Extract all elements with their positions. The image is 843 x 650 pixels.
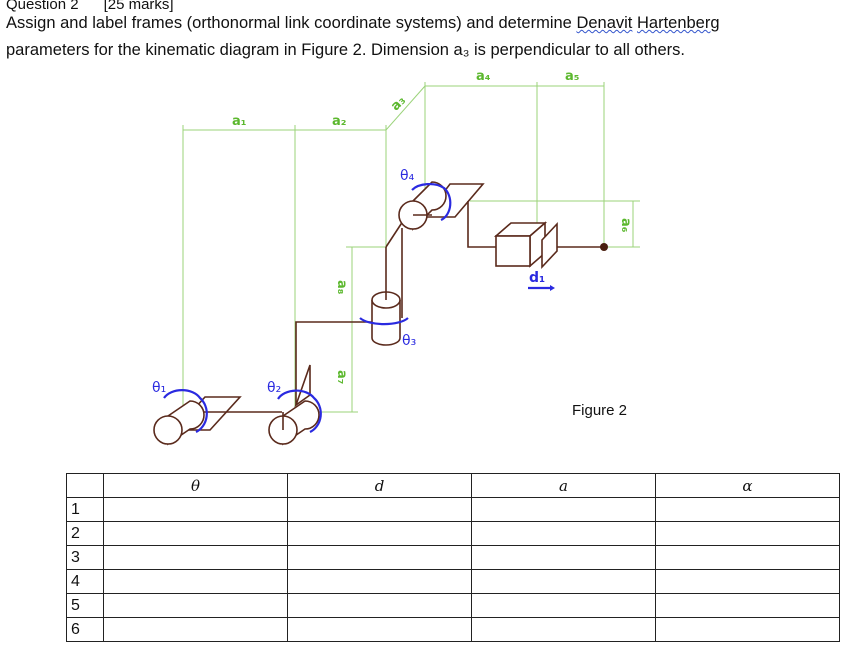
dim-a2: a₂ [332,114,346,129]
cell-input[interactable] [471,497,656,522]
cell-input[interactable] [655,497,840,522]
cell-input[interactable] [655,545,840,570]
cell-input[interactable] [287,545,472,570]
header-a: a [471,473,656,498]
table-row: 5 [66,593,840,618]
header-cell [66,473,104,498]
row-number: 3 [66,545,104,570]
figure-caption: Figure 2 [572,402,627,419]
cell-input[interactable] [655,569,840,594]
rotation-arrow-icon [277,389,322,433]
spell-flagged-word: Denavit [576,14,633,32]
joint-theta1: θ₁ [152,380,166,396]
question-header: Question 2 [25 marks] [6,0,174,13]
cell-input[interactable] [655,593,840,618]
spell-flagged-word: Hartenberg [636,14,720,32]
rotation-arrow-icon [411,182,452,221]
cell-input[interactable] [471,593,656,618]
dim-a3: a₃ [388,93,409,114]
question-text: Assign and label frames (orthonormal lin… [6,14,577,32]
row-number: 2 [66,521,104,546]
header-theta: θ [103,473,288,498]
cell-input[interactable] [103,569,288,594]
cell-input[interactable] [103,593,288,618]
table-header-row: θ d a α [66,473,840,498]
row-number: 4 [66,569,104,594]
rotation-arrow-icon [163,389,208,433]
header-alpha: α [655,473,840,498]
cell-input[interactable] [471,617,656,642]
joint-motion-arrows [163,182,555,433]
question-number: Question 2 [6,0,79,13]
cell-input[interactable] [287,497,472,522]
joint-theta4: θ₄ [400,168,415,184]
cell-input[interactable] [655,521,840,546]
row-number: 1 [66,497,104,522]
robot-links [153,181,608,446]
joint-theta2: θ₂ [267,380,281,396]
cell-input[interactable] [103,521,288,546]
header-d: d [287,473,472,498]
dim-a4: a₄ [476,69,491,84]
cell-input[interactable] [471,521,656,546]
cell-input[interactable] [287,617,472,642]
table-row: 3 [66,545,840,570]
cell-input[interactable] [655,617,840,642]
dim-a7: a₇ [334,370,349,384]
table-row: 1 [66,497,840,522]
dim-a5: a₅ [565,69,579,84]
dim-a8: a₈ [334,280,349,295]
joint-theta3: θ₃ [402,333,416,349]
dh-parameter-table: θ d a α 1 2 3 4 5 6 [66,473,840,642]
question-line-2: parameters for the kinematic diagram in … [6,41,685,59]
question-line-1: Assign and label frames (orthonormal lin… [6,14,720,33]
cell-input[interactable] [103,617,288,642]
cell-input[interactable] [287,521,472,546]
joint-d1: d₁ [529,270,545,286]
kinematic-diagram: a₁ a₂ a₃ a₄ a₅ a₆ a₇ a₈ θ₁ θ₂ θ₃ θ₄ d₁ F… [152,69,640,446]
table-row: 4 [66,569,840,594]
marks: [25 marks] [103,0,174,13]
cell-input[interactable] [103,545,288,570]
table-row: 6 [66,617,840,642]
cell-input[interactable] [287,593,472,618]
cell-input[interactable] [103,497,288,522]
cell-input[interactable] [471,569,656,594]
row-number: 6 [66,617,104,642]
rotation-arrow-icon [359,317,409,326]
cell-input[interactable] [471,545,656,570]
table-row: 2 [66,521,840,546]
dimension-lines [182,82,640,413]
row-number: 5 [66,593,104,618]
end-effector-point [600,243,608,251]
cell-input[interactable] [287,569,472,594]
dim-a1: a₁ [232,114,246,129]
dim-a6: a₆ [618,218,633,233]
